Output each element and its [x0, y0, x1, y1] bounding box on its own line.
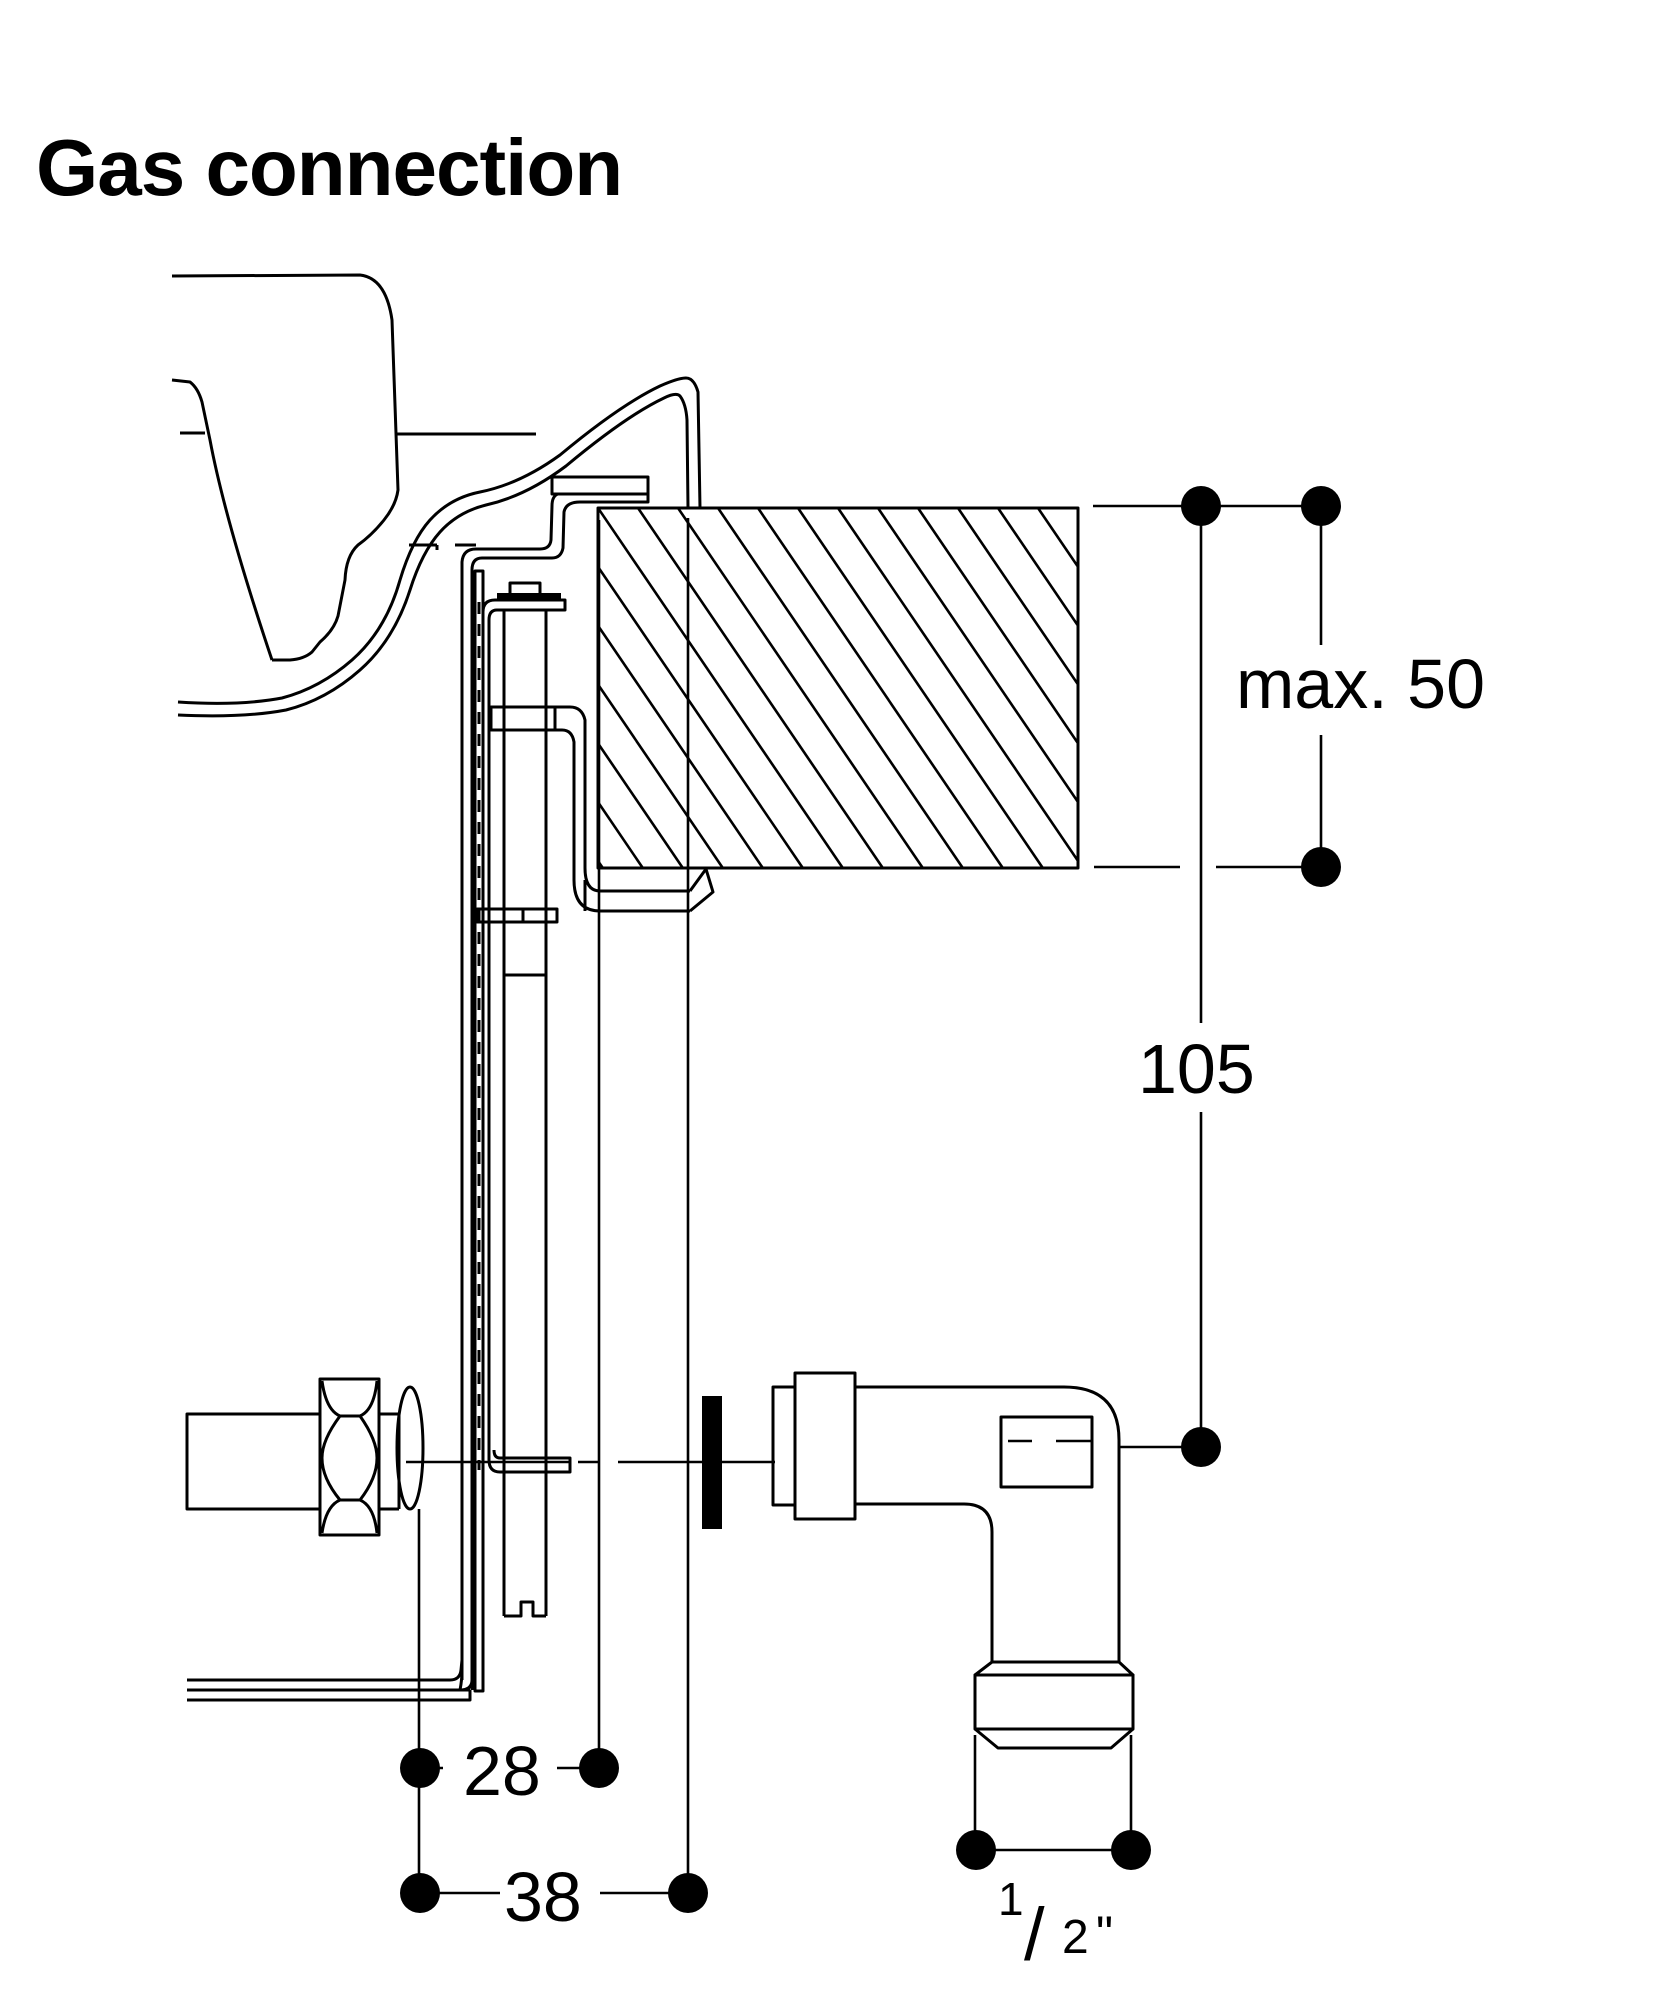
- dim-label-105: 105: [1138, 1030, 1255, 1108]
- hatch-line: [598, 508, 844, 868]
- hatch-line: [598, 740, 684, 868]
- hatch-line: [836, 508, 1078, 864]
- dim-label-max-50: max. 50: [1236, 645, 1485, 723]
- dim-dot: [1301, 847, 1341, 887]
- dim-dot: [1111, 1830, 1151, 1870]
- fraction-numerator: 1: [998, 1873, 1024, 1925]
- hatch-line: [676, 508, 924, 868]
- hex-nut: [318, 1377, 401, 1537]
- dim-label-38: 38: [504, 1858, 582, 1936]
- hatch-line: [318, 508, 563, 868]
- hatch-line: [636, 508, 884, 868]
- base-panel: [187, 1659, 474, 1702]
- dim-dot: [400, 1748, 440, 1788]
- hatch-line: [598, 564, 804, 868]
- hatch-line: [598, 682, 724, 868]
- dim-dot: [956, 1830, 996, 1870]
- mounting-bracket: [458, 569, 715, 1693]
- hatch-line: [278, 508, 523, 868]
- dim-label-28: 28: [463, 1732, 541, 1810]
- hatch-line: [716, 508, 964, 868]
- cooktop-trough: [177, 376, 702, 718]
- dim-dot: [579, 1748, 619, 1788]
- fraction-denominator: 2: [1062, 1911, 1089, 1964]
- dim-dot: [668, 1873, 708, 1913]
- gas-pipe: [185, 1412, 322, 1511]
- hatch-line: [598, 858, 604, 868]
- hatch-line: [598, 623, 764, 868]
- seal-flange: [395, 1385, 425, 1511]
- dim-thread-size: 1 / 2 ": [956, 1735, 1151, 1976]
- dim-dot: [1181, 1427, 1221, 1467]
- dim-offsets: 28 38: [400, 518, 708, 1936]
- dim-connection-height: 105: [1119, 506, 1255, 1467]
- hatch-line: [756, 508, 1004, 868]
- hatch-line: [876, 508, 1078, 805]
- inch-mark: ": [1096, 1908, 1113, 1961]
- fraction-slash: /: [1024, 1893, 1045, 1976]
- hatch-line: [956, 508, 1078, 687]
- clamp-strip: [455, 475, 650, 1690]
- hatch-line: [238, 508, 483, 868]
- gasket: [702, 1396, 722, 1529]
- pan-support: [171, 273, 536, 662]
- dim-worktop-thickness: max. 50: [1093, 486, 1485, 887]
- dim-dot: [400, 1873, 440, 1913]
- hatch-line: [916, 508, 1078, 746]
- hatch-line: [996, 508, 1078, 628]
- worktop-hatching: [238, 508, 1078, 868]
- page-title: Gas connection: [36, 123, 623, 212]
- hatch-line: [796, 508, 1044, 868]
- elbow-connector: [771, 1371, 1135, 1750]
- dim-dot: [1301, 486, 1341, 526]
- hatch-line: [598, 799, 644, 868]
